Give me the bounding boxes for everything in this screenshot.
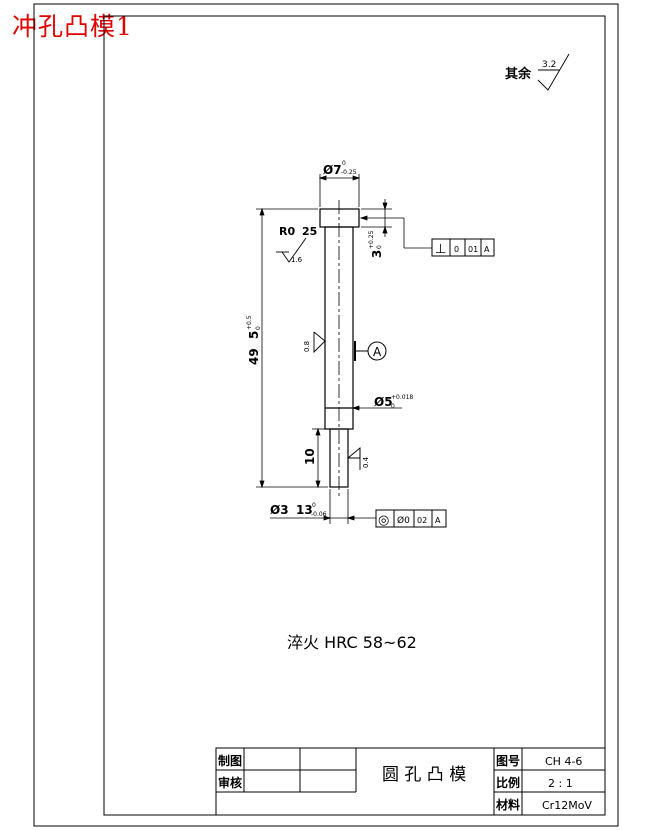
perpendicularity-symbol: ⊥ [435, 242, 446, 257]
head-diameter-dimension [318, 174, 361, 207]
perpendicularity-frame [431, 238, 495, 257]
tip-diameter-label: Ø3 [270, 503, 289, 517]
outer-border [33, 3, 619, 827]
title-scale-label: 比例 [496, 775, 520, 790]
part-outline [319, 208, 360, 488]
perpendicularity-cell-2: 01 [468, 245, 478, 254]
concentricity-cell-2: 02 [417, 516, 427, 525]
inner-border [103, 15, 606, 816]
shank-diameter-label: Ø5 [374, 395, 393, 409]
length-main: 49 [247, 348, 261, 365]
tip-diameter-dimension [270, 489, 376, 524]
length-frac: 5 [247, 331, 261, 339]
concentricity-symbol: ◎ [378, 513, 389, 528]
title-part-name: 圆 孔 凸 模 [382, 765, 466, 785]
tip-diameter-tol-upper: 0 [312, 502, 316, 509]
shank-diameter-leader [351, 405, 402, 411]
head-thickness-label: 3 [370, 250, 384, 258]
title-drawing-no: CH 4-6 [545, 755, 582, 768]
title-material-label: 材料 [495, 797, 520, 812]
head-thickness-tol-upper: +0.25 [368, 230, 375, 249]
length-tol-lower: 0 [255, 326, 262, 330]
shank-diameter-tol-lower: 0 [391, 403, 395, 410]
title-block [215, 747, 606, 816]
perpendicularity-cell-1: 0 [454, 245, 459, 254]
surface-note-value: 3.2 [542, 60, 556, 70]
title-material: Cr12MoV [542, 799, 592, 812]
fillet-label: R0 [279, 225, 295, 238]
tip-diameter2-label: 13 [296, 503, 313, 517]
tip-length-dimension [312, 427, 328, 489]
shank-diameter-tol-upper: +0.018 [391, 394, 413, 401]
datum-a-label: A [373, 345, 382, 359]
datum-a [354, 341, 387, 361]
roughness-tip-value: 0.4 [362, 456, 370, 468]
length-tol-upper: +0.5 [246, 315, 253, 330]
surface-note-label: 其余 [505, 66, 532, 82]
roughness-shank-symbol [313, 331, 326, 354]
concentricity-cell-3: A [435, 516, 441, 525]
roughness-tip-symbol [347, 447, 361, 470]
perpendicularity-leader [359, 215, 432, 249]
head-thickness-tol-lower: 0 [376, 245, 383, 249]
head-diameter-tol-lower: -0.25 [341, 169, 357, 176]
title-scale: 2 : 1 [548, 777, 573, 790]
roughness-head-value: 1.6 [291, 256, 303, 264]
tip-diameter-tol-lower: -0.06 [311, 511, 327, 518]
roughness-shank-value: 0.8 [303, 341, 311, 352]
title-drawn-label: 制图 [218, 753, 242, 768]
title-checked-label: 审核 [218, 775, 242, 790]
concentricity-frame [375, 509, 447, 528]
head-diameter-tol-upper: 0 [342, 160, 346, 167]
title-drawing-no-label: 图号 [496, 753, 520, 768]
length-dimension [256, 207, 328, 489]
roughness-head-symbol [276, 237, 307, 263]
concentricity-cell-1: Ø0 [397, 515, 410, 526]
perpendicularity-cell-3: A [484, 245, 490, 254]
heat-treatment-note: 淬火 HRC 58~62 [287, 633, 417, 652]
heading-label: 冲孔凸模1 [12, 12, 133, 41]
roughness-general-symbol [537, 53, 570, 91]
tip-length-label: 10 [303, 448, 317, 465]
head-diameter-label: Ø7 [323, 163, 342, 177]
fillet-value: 25 [302, 225, 317, 238]
